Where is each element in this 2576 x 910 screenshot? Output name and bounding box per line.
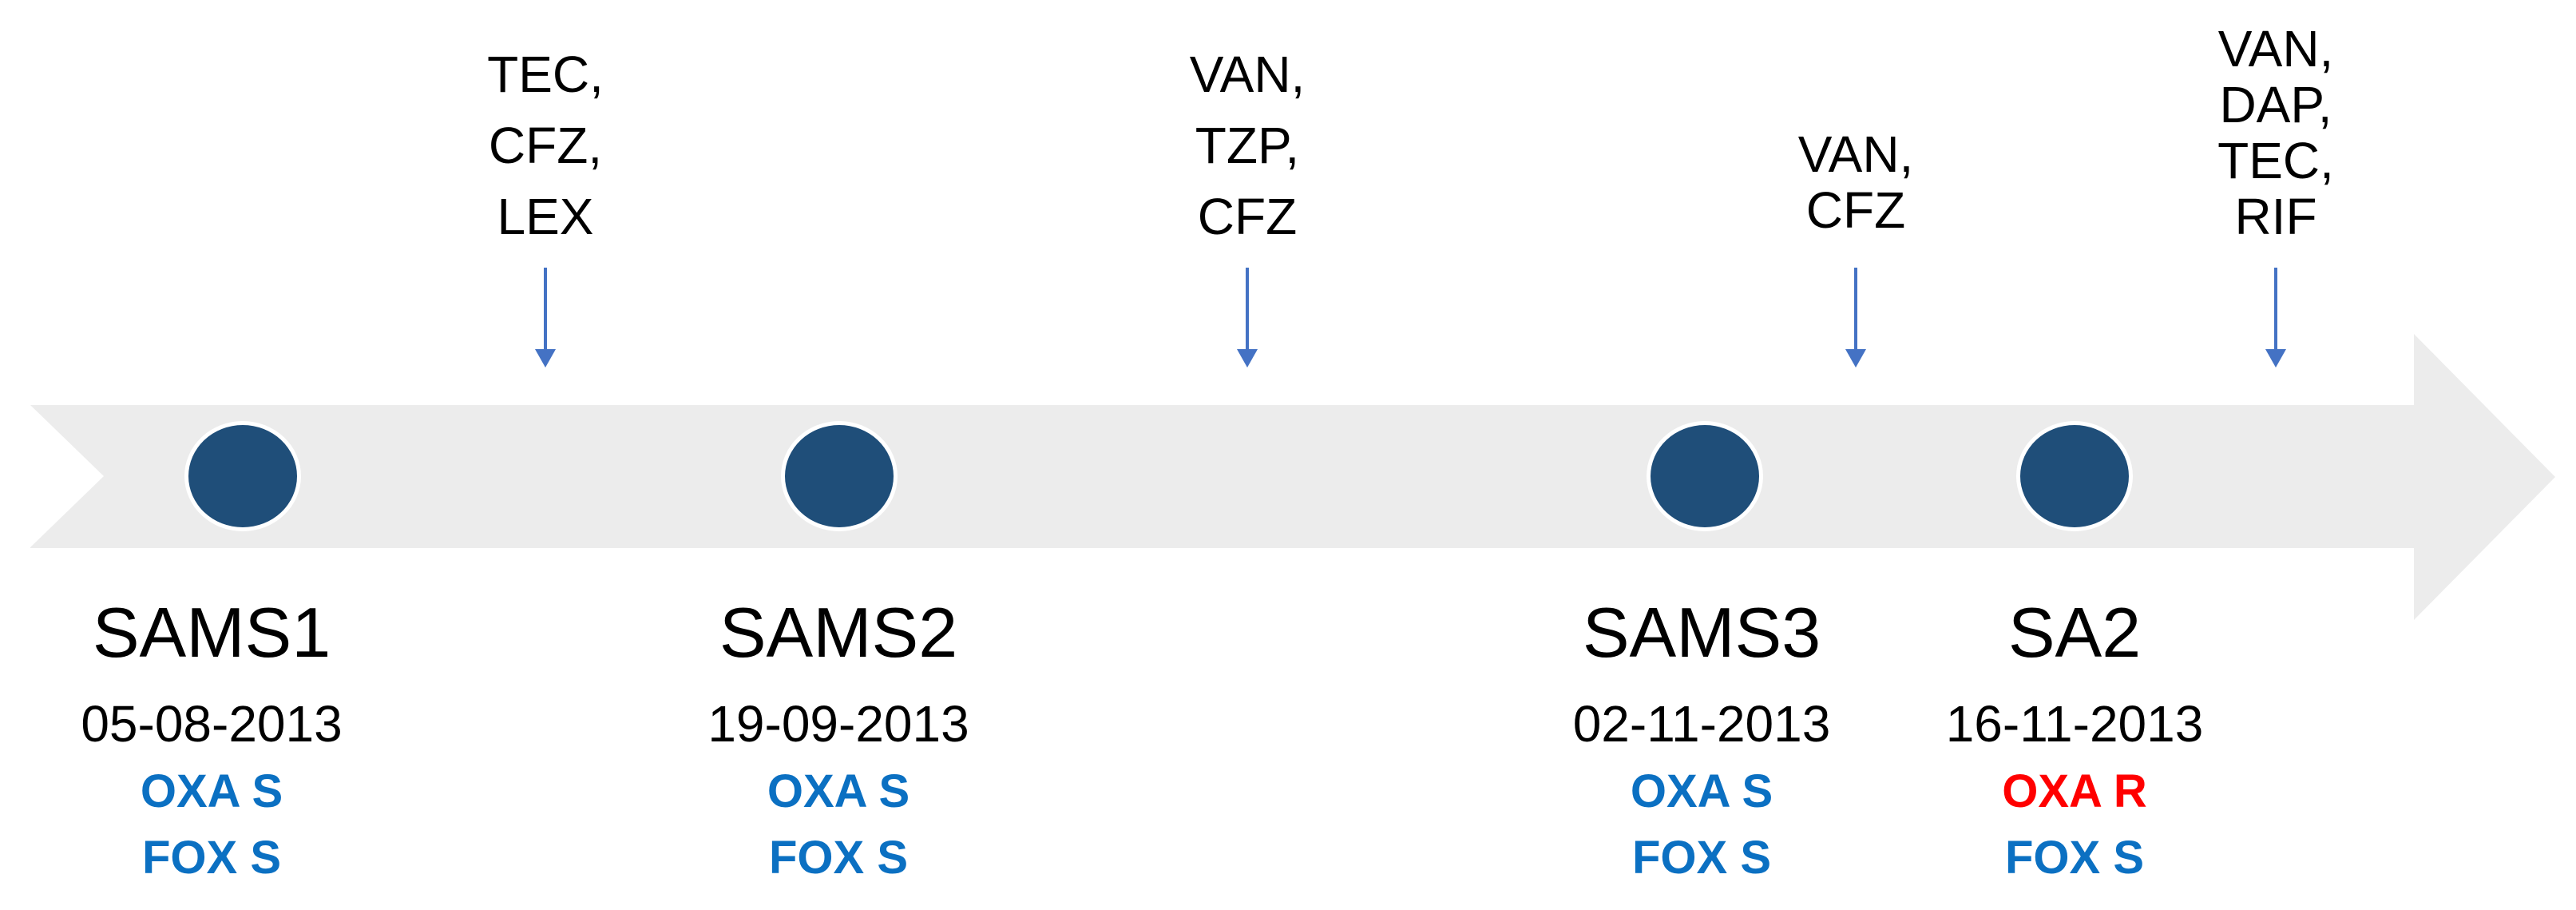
treatment-label: TZP, <box>1195 117 1300 174</box>
isolate-date: 19-09-2013 <box>707 695 969 753</box>
timeline-dot-sams3 <box>1647 421 1763 531</box>
down-arrow-line <box>544 268 547 349</box>
susceptibility-result: OXA S <box>767 765 910 817</box>
down-arrow-icon <box>535 268 556 368</box>
treatment-label: TEC, <box>2217 132 2334 189</box>
down-arrow-head <box>1237 349 1258 368</box>
isolate-name: SA2 <box>2007 593 2142 672</box>
susceptibility-result: FOX S <box>768 832 909 884</box>
down-arrow-icon <box>2265 268 2286 368</box>
down-arrow-icon <box>1845 268 1866 368</box>
timeline-dot-sams1 <box>184 421 301 531</box>
treatment-label: CFZ <box>1805 181 1906 239</box>
susceptibility-result: OXA S <box>140 765 283 817</box>
isolate-date: 02-11-2013 <box>1572 695 1831 753</box>
down-arrow-line <box>2274 268 2277 349</box>
treatment-label: CFZ <box>1197 188 1298 245</box>
treatment-label: LEX <box>497 188 594 245</box>
timeline-dot-sa2 <box>2016 421 2133 531</box>
down-arrow-head <box>2265 349 2286 368</box>
isolate-date: 16-11-2013 <box>1945 695 2204 753</box>
treatment-annotation-1: TEC, CFZ, LEX <box>346 39 745 252</box>
treatment-label: TEC, <box>487 46 604 103</box>
susceptibility-result: FOX S <box>1631 832 1772 884</box>
down-arrow-icon <box>1237 268 1258 368</box>
isolate-sa2: SA2 16-11-2013 OXA R FOX S <box>1835 0 2314 910</box>
isolate-sams2: SAMS2 19-09-2013 OXA S FOX S <box>599 0 1078 910</box>
timeline-dot-sams2 <box>781 421 898 531</box>
down-arrow-head <box>1845 349 1866 368</box>
isolate-name: SAMS2 <box>719 593 958 672</box>
treatment-label: VAN, <box>1797 125 1914 183</box>
treatment-label: CFZ, <box>488 117 603 174</box>
isolate-name: SAMS3 <box>1582 593 1821 672</box>
isolate-date: 05-08-2013 <box>81 695 343 753</box>
treatment-label: VAN, <box>2217 20 2334 77</box>
isolate-sams1: SAMS1 05-08-2013 OXA S FOX S <box>0 0 451 910</box>
susceptibility-result: OXA S <box>1630 765 1773 817</box>
treatment-annotation-4: VAN, DAP, TEC, RIF <box>2076 21 2475 244</box>
treatment-annotation-3: VAN, CFZ <box>1656 126 2055 238</box>
isolate-name: SAMS1 <box>92 593 331 672</box>
susceptibility-result: FOX S <box>2004 832 2145 884</box>
treatment-label: VAN, <box>1189 46 1306 103</box>
treatment-label: DAP, <box>2219 76 2332 133</box>
treatment-annotation-2: VAN, TZP, CFZ <box>1048 39 1447 252</box>
timeline-arrowhead-icon <box>2414 334 2555 620</box>
susceptibility-result: FOX S <box>141 832 282 884</box>
down-arrow-line <box>1246 268 1249 349</box>
down-arrow-line <box>1854 268 1857 349</box>
susceptibility-result: OXA R <box>2002 765 2147 817</box>
down-arrow-head <box>535 349 556 368</box>
treatment-label: RIF <box>2234 188 2317 245</box>
isolate-sams3: SAMS3 02-11-2013 OXA S FOX S <box>1462 0 1941 910</box>
timeline-band-notch <box>30 405 104 547</box>
